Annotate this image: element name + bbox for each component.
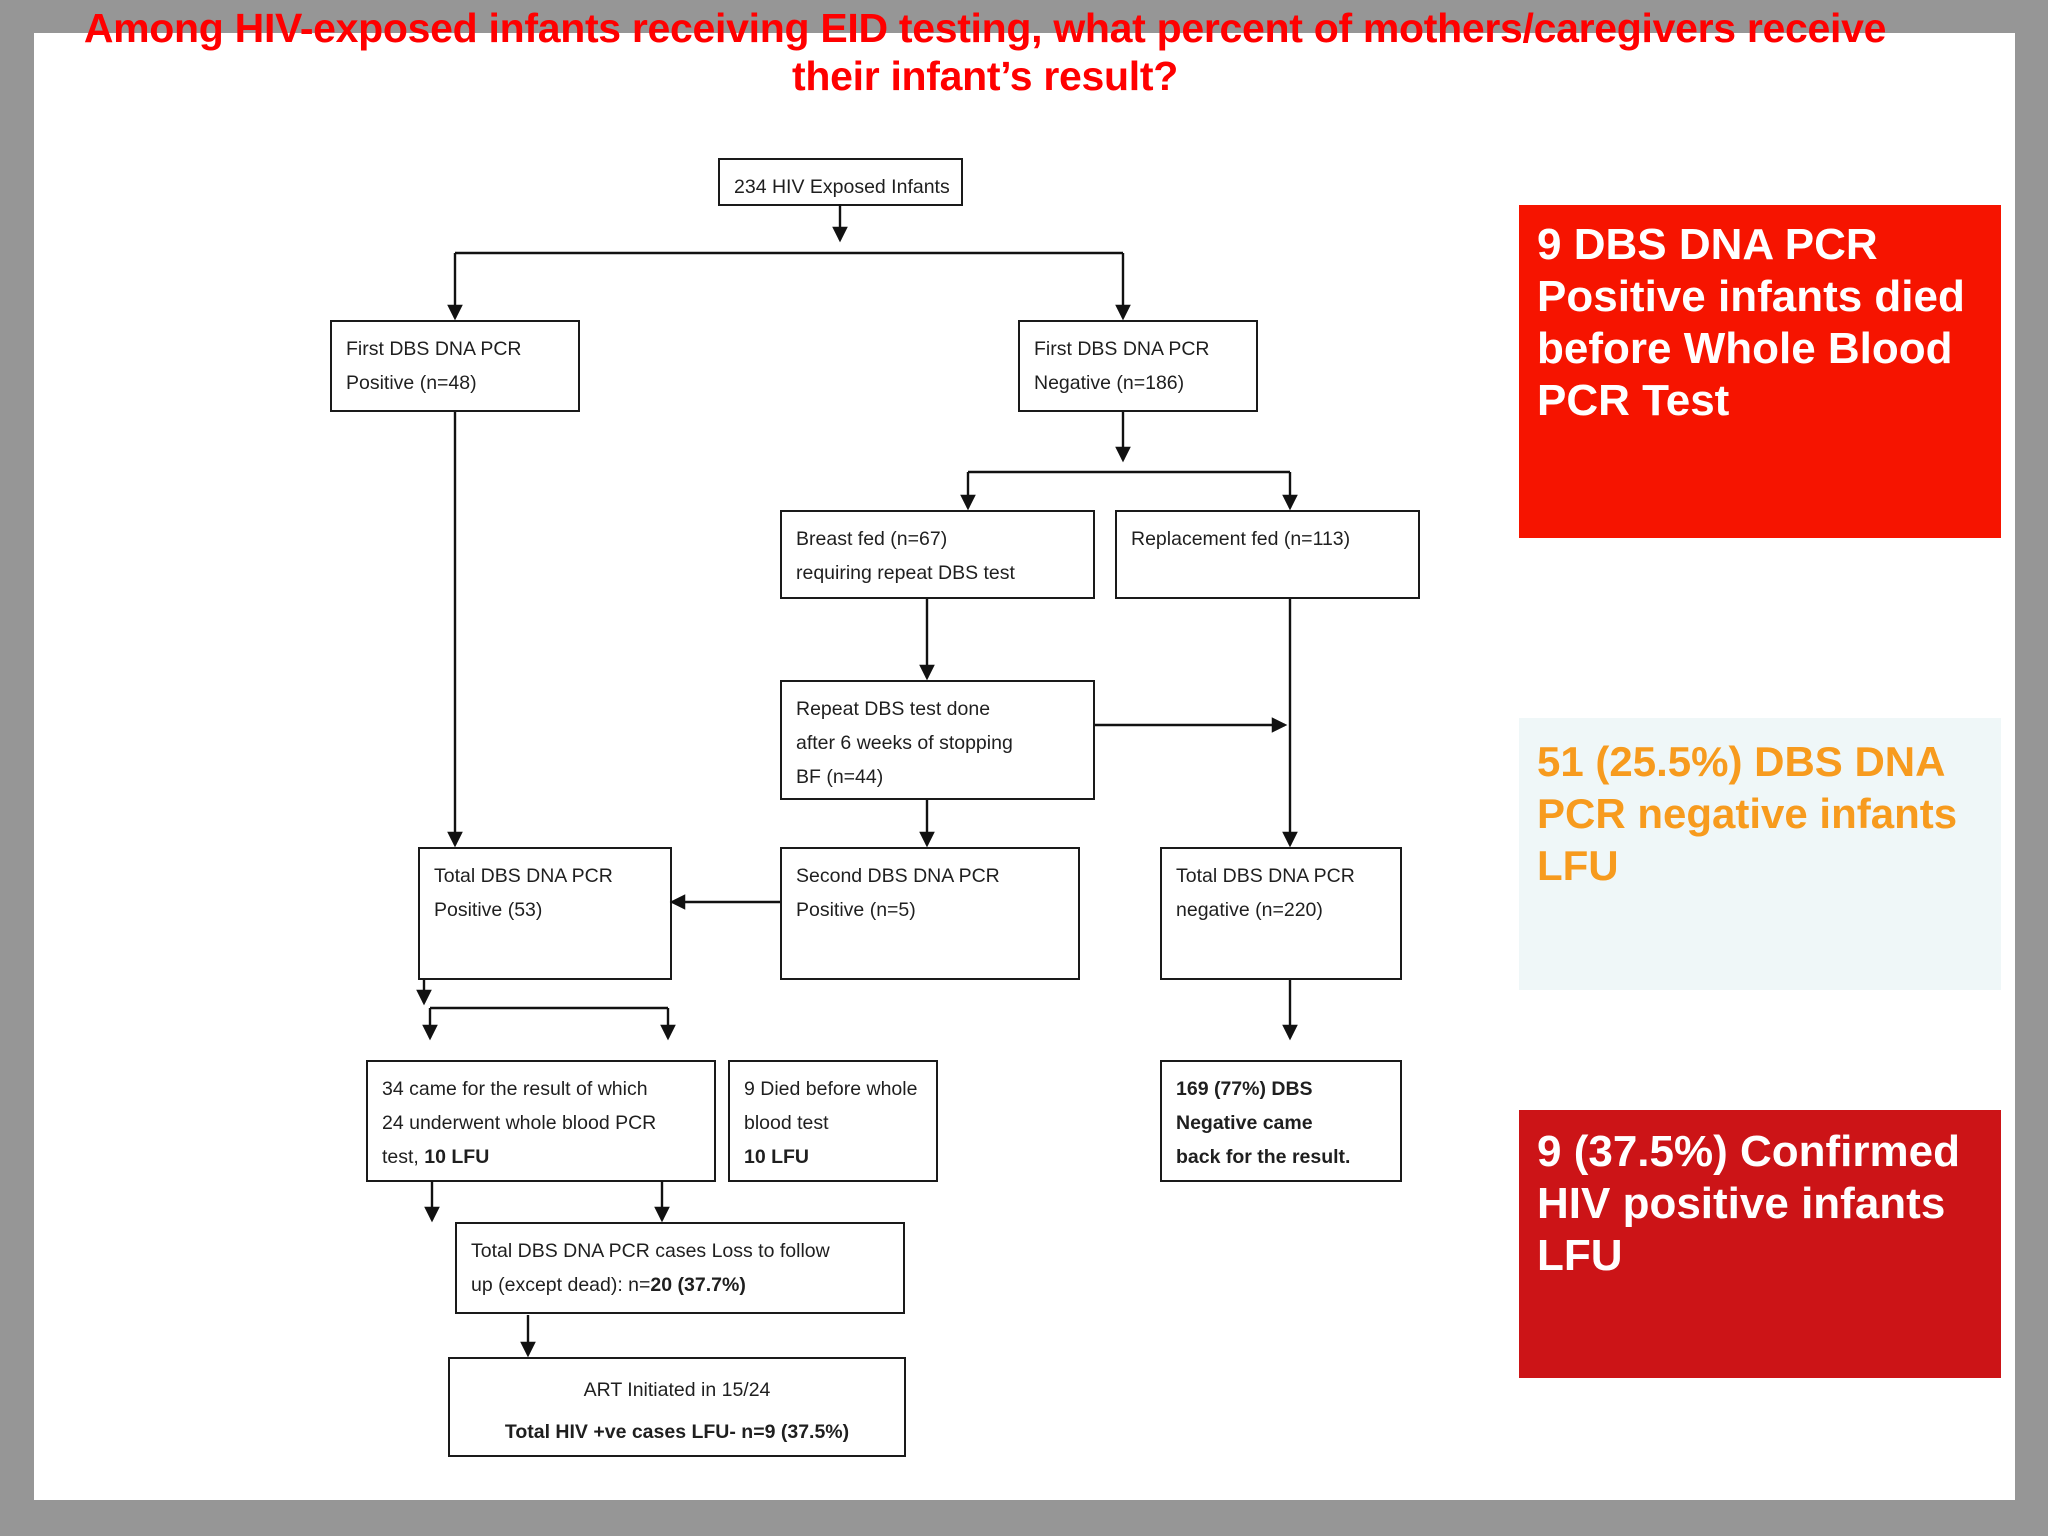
node-repeat-dbs-test[interactable]: Repeat DBS test done after 6 weeks of st…	[780, 680, 1095, 800]
node-total-loss-to-follow-up[interactable]: Total DBS DNA PCR cases Loss to follow u…	[455, 1222, 905, 1314]
callout-dbs-negative-lfu[interactable]: 51 (25.5%) DBS DNA PCR negative infants …	[1519, 718, 2001, 990]
node-line: Total DBS DNA PCR	[1176, 865, 1355, 887]
node-line: test, 10 LFU	[382, 1140, 700, 1174]
callout-died-before-whole-blood-pcr[interactable]: 9 DBS DNA PCR Positive infants died befo…	[1519, 205, 2001, 538]
page-title: Among HIV-exposed infants receiving EID …	[83, 5, 1887, 99]
node-line-plain: up (except dead): n=	[471, 1274, 651, 1296]
flowchart: 234 HIV Exposed Infants First DBS DNA PC…	[330, 158, 1420, 1457]
node-line: negative (n=220)	[1176, 899, 1323, 921]
node-line: BF (n=44)	[796, 766, 884, 788]
node-died-before-whole-blood-test[interactable]: 9 Died before whole blood test 10 LFU	[728, 1060, 938, 1182]
node-line-plain: test,	[382, 1146, 425, 1168]
node-line-bold: 20 (37.7%)	[650, 1274, 746, 1296]
node-line: Repeat DBS test done	[796, 698, 991, 720]
node-line: ART Initiated in 15/24	[583, 1379, 771, 1401]
node-total-dbs-pcr-negative[interactable]: Total DBS DNA PCR negative (n=220)	[1160, 847, 1402, 980]
node-line: requiring repeat DBS test	[796, 562, 1015, 584]
node-line: Negative came	[1176, 1112, 1313, 1134]
node-line-bold: 10 LFU	[744, 1146, 810, 1168]
node-line-bold: Total HIV +ve cases LFU- n=9 (37.5%)	[504, 1421, 850, 1443]
node-line: 24 underwent whole blood PCR	[382, 1112, 657, 1134]
node-line: 234 HIV Exposed Infants	[734, 176, 950, 198]
node-line: up (except dead): n=20 (37.7%)	[471, 1268, 889, 1302]
node-line: Breast fed (n=67)	[796, 528, 948, 550]
node-line: First DBS DNA PCR	[346, 338, 522, 360]
node-line: blood test	[744, 1112, 829, 1134]
node-line: Negative (n=186)	[1034, 372, 1185, 394]
node-line: after 6 weeks of stopping	[796, 732, 1013, 754]
node-line: Second DBS DNA PCR	[796, 865, 1000, 887]
node-breast-fed[interactable]: Breast fed (n=67) requiring repeat DBS t…	[780, 510, 1095, 599]
node-first-dbs-pcr-negative[interactable]: First DBS DNA PCR Negative (n=186)	[1018, 320, 1258, 412]
node-line-bold: 10 LFU	[424, 1146, 490, 1168]
node-came-for-result[interactable]: 34 came for the result of which 24 under…	[366, 1060, 716, 1182]
node-line: 34 came for the result of which	[382, 1078, 648, 1100]
node-line: Positive (n=48)	[346, 372, 477, 394]
node-line: back for the result.	[1176, 1146, 1351, 1168]
node-line: Positive (n=5)	[796, 899, 916, 921]
node-art-initiated[interactable]: ART Initiated in 15/24 Total HIV +ve cas…	[448, 1357, 906, 1457]
node-line: Total DBS DNA PCR	[434, 865, 613, 887]
flowchart-connectors	[416, 204, 1298, 1358]
node-line: 9 Died before whole	[744, 1078, 918, 1100]
callout-confirmed-hiv-positive-lfu[interactable]: 9 (37.5%) Confirmed HIV positive infants…	[1519, 1110, 2001, 1378]
node-total-dbs-pcr-positive[interactable]: Total DBS DNA PCR Positive (53)	[418, 847, 672, 980]
node-first-dbs-pcr-positive[interactable]: First DBS DNA PCR Positive (n=48)	[330, 320, 580, 412]
node-line: Positive (53)	[434, 899, 543, 921]
node-replacement-fed[interactable]: Replacement fed (n=113)	[1115, 510, 1420, 599]
node-second-dbs-pcr-positive[interactable]: Second DBS DNA PCR Positive (n=5)	[780, 847, 1080, 980]
node-line: Replacement fed (n=113)	[1131, 528, 1351, 550]
node-line: First DBS DNA PCR	[1034, 338, 1210, 360]
node-dbs-negative-came-back[interactable]: 169 (77%) DBS Negative came back for the…	[1160, 1060, 1402, 1182]
node-line: Total DBS DNA PCR cases Loss to follow	[471, 1240, 830, 1262]
node-line: 169 (77%) DBS	[1176, 1078, 1313, 1100]
